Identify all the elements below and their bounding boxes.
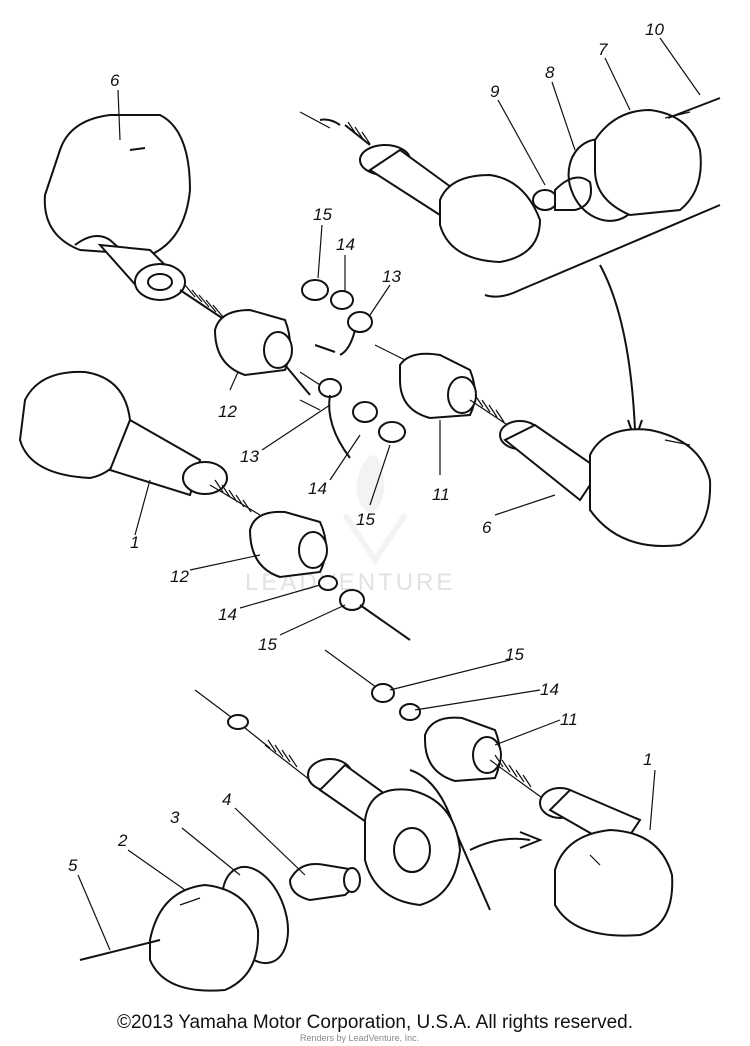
- part-label-15: 15: [258, 635, 277, 654]
- screw-10: [667, 97, 721, 119]
- part-labels: 6 7 8 9 10 15 14 13 12 13 14 15 11 6 1 1…: [68, 20, 664, 875]
- bulb-4: [288, 863, 361, 902]
- rubber-mount-11-upper: [374, 344, 477, 420]
- threaded-stud-right: [469, 394, 516, 431]
- part-label-14: 14: [218, 605, 237, 624]
- part-label-1: 1: [130, 533, 139, 552]
- threaded-stud-left: [209, 479, 261, 516]
- part-label-14: 14: [540, 680, 559, 699]
- part-label-15: 15: [356, 510, 375, 529]
- part-label-1: 1: [643, 750, 652, 769]
- small-parts-middle: [299, 371, 406, 459]
- part-label-15: 15: [505, 645, 524, 664]
- lower-right-assembly: [324, 649, 546, 801]
- bulb-9: [532, 176, 592, 211]
- lens-2: [149, 883, 260, 992]
- small-parts-upper: [301, 279, 373, 356]
- part-label-12: 12: [218, 402, 237, 421]
- lower-right-lamp-1: [539, 787, 674, 937]
- bracket-top: [484, 204, 721, 298]
- left-lamp-1: [18, 370, 228, 497]
- lens-7: [594, 108, 702, 217]
- copyright-notice: ©2013 Yamaha Motor Corporation, U.S.A. A…: [117, 1012, 633, 1033]
- top-left-lamp-housing: [43, 114, 192, 301]
- part-label-11: 11: [560, 710, 578, 729]
- part-label-7: 7: [598, 40, 608, 59]
- part-label-3: 3: [170, 808, 180, 827]
- part-label-14: 14: [336, 235, 355, 254]
- top-center-lamp-assembly: [299, 111, 542, 264]
- part-label-2: 2: [117, 831, 128, 850]
- part-label-6: 6: [110, 71, 120, 90]
- part-label-13: 13: [382, 267, 401, 286]
- threaded-stud: [179, 284, 226, 321]
- part-label-15: 15: [313, 205, 332, 224]
- part-label-6: 6: [482, 518, 492, 537]
- right-lamp-housing: [499, 420, 712, 547]
- part-label-13: 13: [240, 447, 259, 466]
- part-label-11: 11: [432, 485, 450, 504]
- part-label-14: 14: [308, 479, 327, 498]
- arrow-lower: [469, 837, 531, 851]
- part-label-9: 9: [490, 82, 500, 101]
- rubber-mount-12-lower: [248, 510, 411, 641]
- leader-lines: [77, 37, 701, 951]
- part-label-8: 8: [545, 63, 555, 82]
- rubber-mount-12-upper: [213, 308, 321, 411]
- part-label-4: 4: [222, 790, 231, 809]
- part-label-12: 12: [170, 567, 189, 586]
- arrow-top: [599, 264, 636, 431]
- screw-5: [79, 939, 161, 961]
- render-credit: Renders by LeadVenture, Inc.: [300, 1033, 420, 1043]
- part-label-5: 5: [68, 856, 78, 875]
- watermark-logo: [342, 455, 408, 566]
- part-label-10: 10: [645, 20, 664, 39]
- lower-left-lamp-assembly: [194, 689, 462, 907]
